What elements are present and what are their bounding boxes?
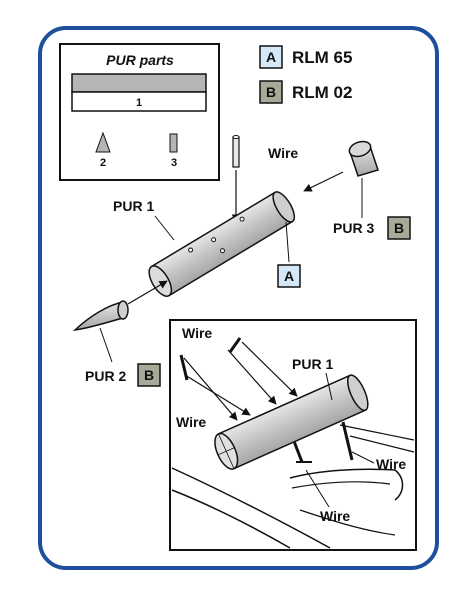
wire-piece (232, 136, 240, 168)
pur1-code-swatch (277, 264, 301, 288)
inset-wire-label-left: Wire (176, 414, 206, 430)
legend-a-code: A (266, 49, 276, 65)
part-sprue-strip (71, 73, 207, 93)
inset-fuselage-line (289, 468, 404, 501)
inset-wire-label-top: Wire (182, 325, 212, 341)
pur2-base (117, 300, 129, 320)
inset-wing-edge (171, 489, 291, 549)
legend-b-name: RLM 02 (292, 83, 352, 102)
pur3-top (348, 140, 372, 158)
inset-wire-arrow (227, 349, 277, 405)
inset-wire-piece (228, 337, 242, 353)
wire-label: Wire (268, 145, 298, 161)
pur1-code-leader (285, 221, 290, 263)
legend-a-swatch (259, 45, 283, 69)
pur1-hole (211, 237, 217, 243)
legend-b-code: B (266, 84, 276, 100)
pur2-code-swatch (137, 363, 161, 387)
legend-a-name: RLM 65 (292, 48, 352, 67)
inset-wire-right (341, 421, 354, 461)
inset-wire-bottom-leader (305, 469, 330, 508)
legend-b-swatch (259, 80, 283, 104)
pur3-label: PUR 3 (333, 220, 374, 236)
pur2-label: PUR 2 (85, 368, 126, 384)
inset-wing-edge (171, 467, 331, 549)
pur1-tube (148, 191, 296, 297)
color-legend: A RLM 65 B RLM 02 (259, 45, 352, 104)
pur3-code-swatch (387, 216, 411, 240)
pur1-label: PUR 1 (113, 198, 154, 214)
part-2-triangle (95, 131, 111, 153)
pur2-arrow (127, 280, 168, 305)
pur3-cap (348, 140, 379, 177)
inset-wing-root (349, 435, 415, 453)
pur2-leader (99, 327, 113, 363)
inset-wire-arrow (183, 357, 238, 421)
inset-detail-view: Wire Wire PUR 1 Wire Wire (169, 319, 417, 551)
pur1-rear-end (272, 191, 296, 223)
inset-pur1-label: PUR 1 (292, 356, 333, 372)
inset-pur1-tube (214, 374, 369, 470)
parts-box-title: PUR parts (106, 52, 174, 68)
pur1-hole (220, 248, 226, 254)
pur2-code: B (144, 367, 154, 383)
part-1-strip (71, 91, 207, 112)
main-exploded-view: Wire PUR 1 A PUR 3 B PUR 2 (72, 135, 411, 387)
pur1-hole (188, 247, 194, 253)
inset-wire-arrow (184, 374, 251, 416)
pur1-hole (239, 216, 245, 222)
parts-box-border (59, 43, 220, 181)
pur3-code: B (394, 220, 404, 236)
inset-fuselage-line (299, 509, 396, 536)
inset-pur1-front-detail (217, 433, 235, 469)
part-3-rect (169, 133, 178, 153)
part-1-number: 1 (136, 97, 142, 109)
inset-wire-label-bottom: Wire (320, 508, 350, 524)
pur3-arrow (303, 171, 344, 192)
inset-wire-label-right: Wire (376, 456, 406, 472)
part-3-number: 3 (171, 157, 177, 169)
parts-box: PUR parts 1 2 3 (59, 43, 220, 181)
pur1-leader (154, 215, 175, 241)
inset-pur1-leader (325, 372, 333, 401)
part-2-number: 2 (100, 157, 106, 169)
pur1-code: A (284, 268, 294, 284)
inset-wire-right-leader (351, 451, 375, 464)
inset-pur1-rear (346, 374, 369, 412)
inset-wire-arrow (241, 341, 298, 397)
inset-fuselage-line (291, 481, 391, 489)
inset-wing-root (339, 424, 415, 441)
wire-piece-end (232, 135, 240, 139)
